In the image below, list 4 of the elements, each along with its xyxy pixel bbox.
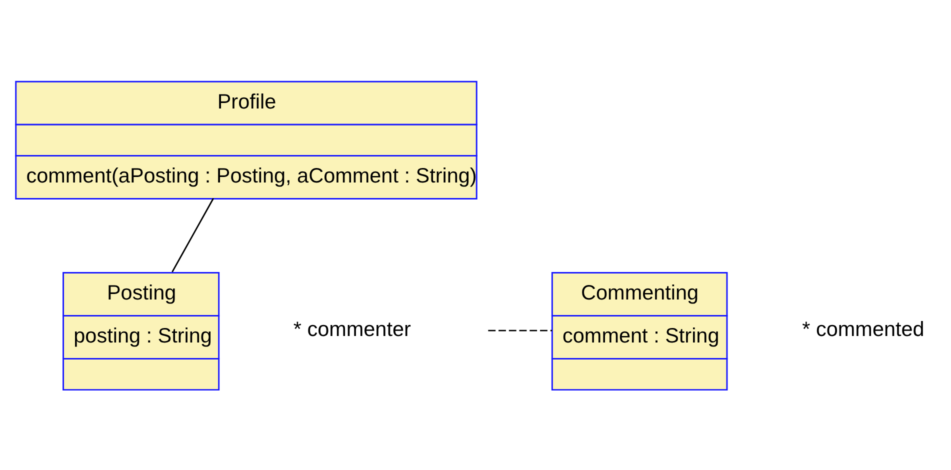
label: * commented [802, 318, 924, 342]
label: * commenter [293, 318, 411, 342]
connector [172, 198, 214, 272]
connector [488, 330, 552, 332]
